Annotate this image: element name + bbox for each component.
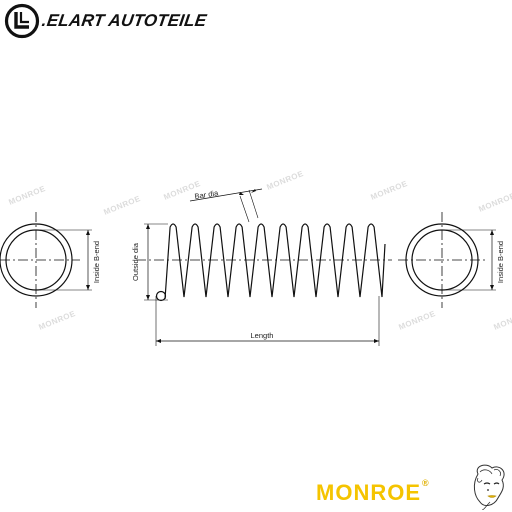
monroe-logo: MONROE® (316, 478, 430, 506)
header: .ELART AUTOTEILE (0, 0, 512, 46)
marilyn-face-icon (473, 464, 505, 510)
bar-dia-label: Bar dia (194, 188, 220, 201)
elart-logo-icon (4, 3, 40, 39)
watermark-text: MONROE (492, 309, 512, 332)
watermark-layer: MONROE MONROE MONROE MONROE MONROE MONROE MONR… (7, 169, 512, 332)
watermark-text: MONROE (477, 191, 512, 214)
monroe-wordmark: MONROE (316, 480, 421, 505)
outside-dia-label: Outside dia (131, 242, 140, 281)
spring-coil (164, 223, 386, 300)
inside-b-end-right-label: Inside B-end (496, 241, 505, 283)
spring-end-curl (155, 290, 167, 302)
watermark-text: MONROE (102, 194, 142, 217)
left-end-view (0, 212, 92, 308)
inside-b-end-left-label: Inside B-end (92, 241, 101, 283)
spring-side-view (136, 188, 392, 346)
registered-mark: ® (422, 478, 430, 488)
watermark-text: MONROE (397, 309, 437, 332)
watermark-text: MONROE (369, 179, 409, 202)
watermark-text: MONROE (265, 169, 305, 192)
watermark-text: MONROE (37, 309, 77, 332)
bar-dia-dim-line (189, 188, 263, 202)
length-label: Length (251, 331, 274, 340)
right-end-view (398, 212, 496, 308)
watermark-text: MONROE (7, 184, 47, 207)
